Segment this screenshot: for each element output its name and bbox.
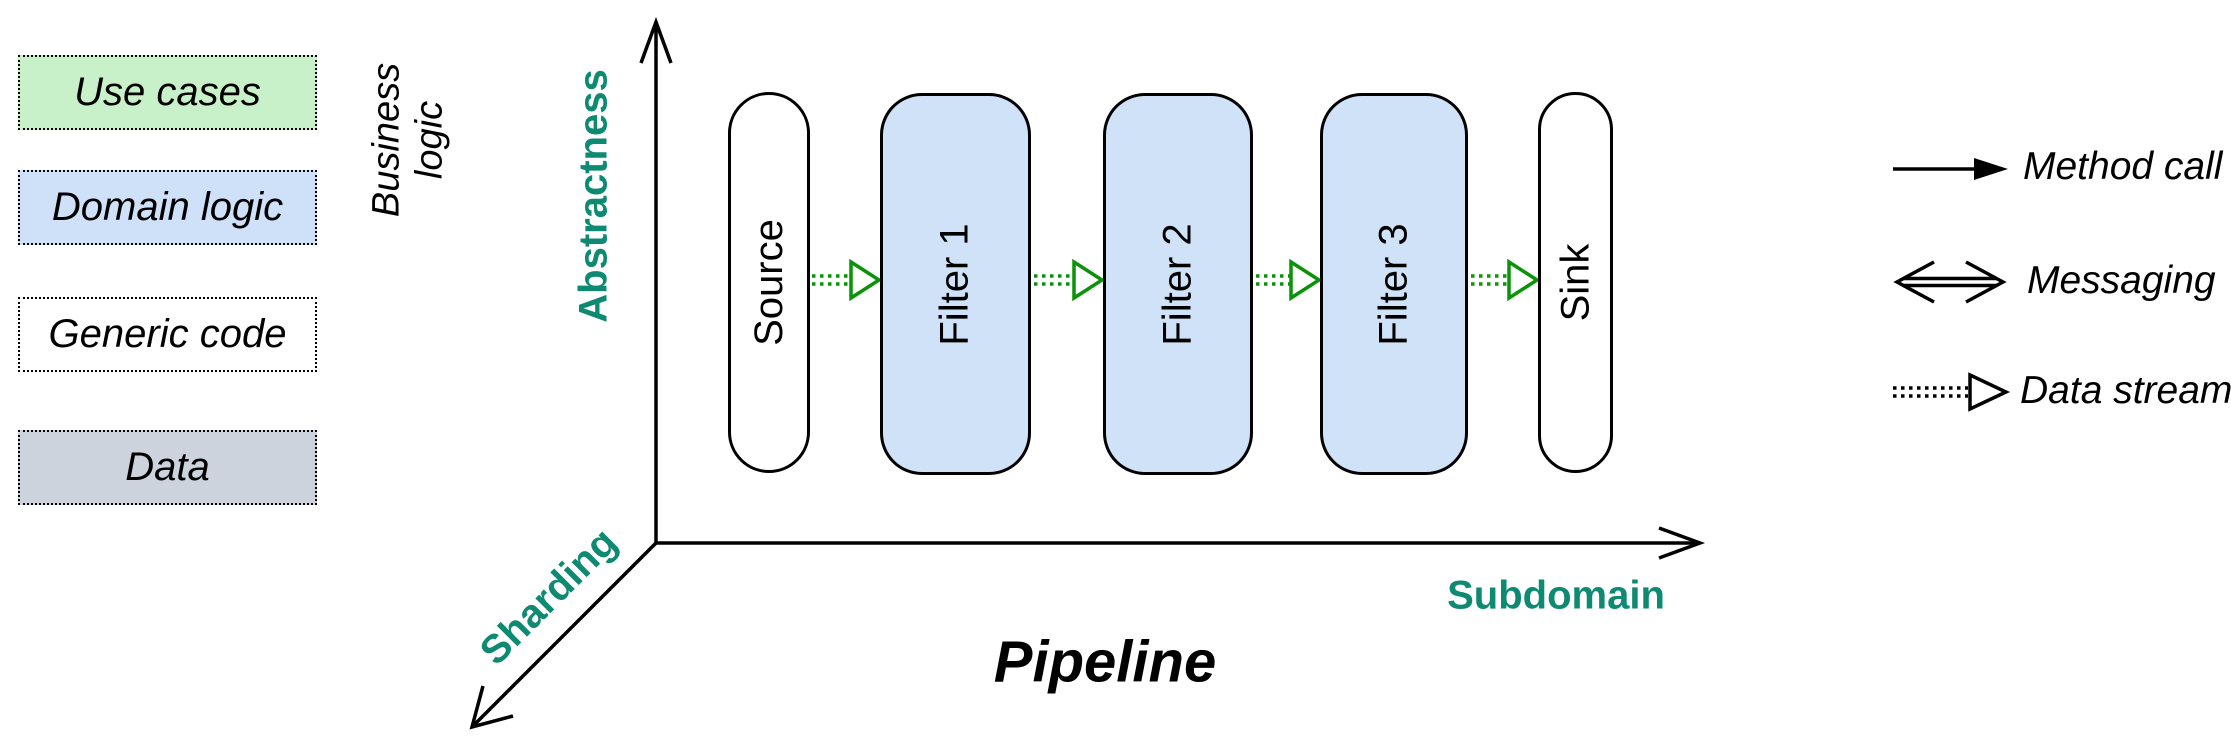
pipeline-node-filter-1-label: Filter 1 bbox=[933, 222, 977, 346]
messaging-arrow-icon bbox=[1893, 260, 2007, 304]
arrow-legend-label-data-stream: Data stream bbox=[2020, 369, 2231, 412]
arrow-legend-label-messaging: Messaging bbox=[2027, 259, 2216, 302]
legend-label-use-cases: Use cases bbox=[74, 70, 261, 114]
method-call-arrow-icon bbox=[1893, 158, 2008, 180]
legend-box-data: Data bbox=[18, 430, 317, 505]
pipeline-node-filter-2-label: Filter 2 bbox=[1155, 222, 1200, 346]
abstractness-axis-label: Abstractness bbox=[571, 69, 616, 323]
pipeline-node-filter-3-label: Filter 3 bbox=[1371, 222, 1416, 346]
pipeline-node-source: Source bbox=[728, 92, 810, 473]
horizontal-axis-arrow bbox=[656, 526, 1706, 560]
legend-box-generic-code: Generic code bbox=[18, 297, 317, 372]
data-stream-arrow-icon bbox=[1893, 372, 2011, 412]
pipeline-node-filter-2: Filter 2 bbox=[1103, 93, 1253, 475]
pipeline-node-filter-1: Filter 1 bbox=[880, 93, 1031, 475]
pipeline-node-sink: Sink bbox=[1538, 92, 1613, 473]
data-stream-connector bbox=[812, 258, 883, 302]
diagram-title: Pipeline bbox=[993, 629, 1217, 695]
diagonal-axis-arrow bbox=[469, 541, 658, 730]
legend-label-data: Data bbox=[125, 445, 210, 489]
data-stream-connector bbox=[1256, 258, 1323, 302]
legend-label-generic-code: Generic code bbox=[48, 312, 287, 356]
legend-label-domain-logic: Domain logic bbox=[51, 185, 284, 229]
pipeline-node-sink-label: Sink bbox=[1553, 243, 1597, 322]
pipeline-node-source-label: Source bbox=[746, 219, 791, 346]
data-stream-connector bbox=[1034, 258, 1106, 302]
legend-box-use-cases: Use cases bbox=[18, 55, 317, 130]
legend-box-domain-logic: Domain logic bbox=[18, 170, 317, 245]
vertical-axis-arrow bbox=[639, 16, 673, 543]
subdomain-axis-label: Subdomain bbox=[1447, 573, 1665, 618]
pipeline-node-filter-3: Filter 3 bbox=[1320, 93, 1468, 475]
business-logic-group-label: Business logic bbox=[365, 62, 450, 218]
arrow-legend-label-method-call: Method call bbox=[2023, 145, 2223, 188]
data-stream-connector bbox=[1471, 258, 1541, 302]
